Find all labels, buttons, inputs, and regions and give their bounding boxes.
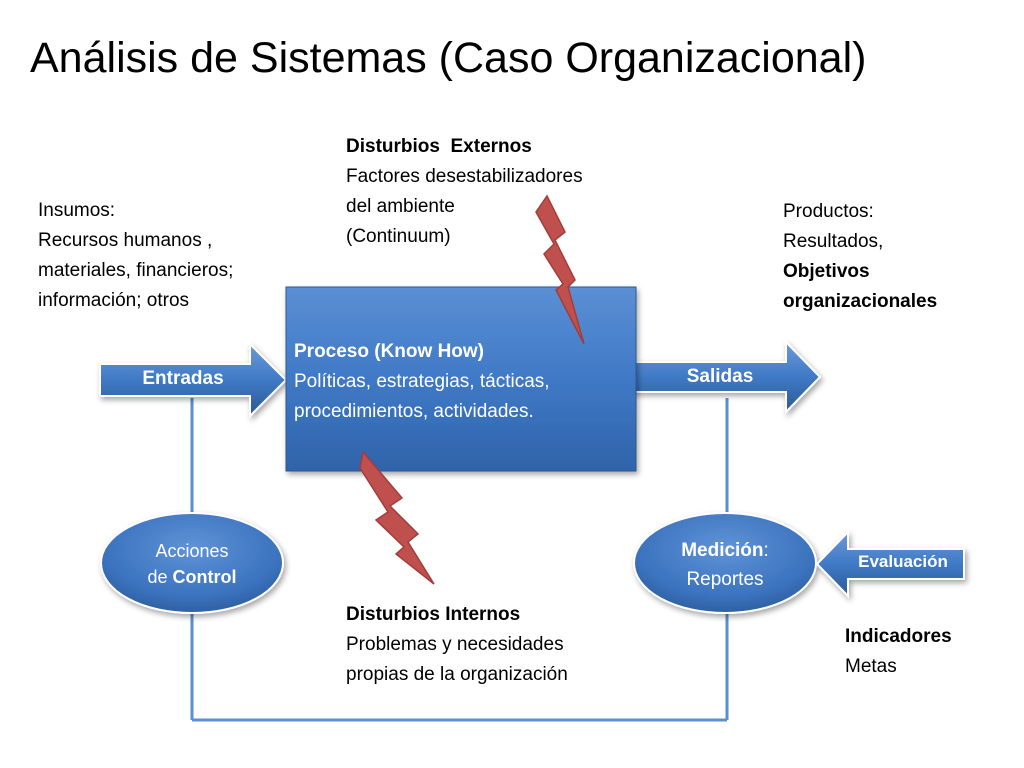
insumos-text: Insumos: Recursos humanos , materiales, … [38, 196, 233, 316]
indicadores-line-1: Metas [845, 656, 897, 677]
acciones-line-2: de Control [112, 564, 272, 590]
proceso-text: Proceso (Know How) Políticas, estrategia… [294, 337, 624, 427]
evaluacion-label: Evaluación [858, 552, 948, 571]
lightning-bolt-internal [359, 450, 435, 585]
proceso-heading: Proceso (Know How) [294, 341, 485, 362]
disturbios-externos-line-1: Factores desestabilizadores [346, 166, 583, 187]
medicion-line-1: Medición: [645, 536, 805, 565]
proceso-line-1: Políticas, estrategias, tácticas, [294, 371, 550, 392]
disturbios-externos-heading: Disturbios Externos [346, 136, 532, 157]
medicion-oval [633, 512, 817, 614]
acciones-bold: Control [172, 567, 237, 587]
medicion-line-2: Reportes [686, 569, 764, 590]
acciones-line-1: Acciones [155, 541, 229, 561]
disturbios-internos-line-1: Problemas y necesidades [346, 634, 564, 655]
acciones-control-oval [100, 512, 284, 614]
proceso-line-2: procedimientos, actividades. [294, 401, 534, 422]
lightning-bolt-external [535, 194, 585, 345]
proceso-box [285, 286, 637, 472]
evaluacion-arrow [815, 529, 965, 599]
entradas-label: Entradas [142, 368, 224, 389]
entradas-arrow [99, 341, 288, 419]
salidas-arrow [619, 339, 822, 415]
productos-line-2: Resultados, [783, 231, 884, 252]
medicion-suffix: : [763, 540, 769, 561]
indicadores-text: Indicadores Metas [845, 622, 952, 682]
medicion-text: Medición: Reportes [645, 536, 805, 594]
productos-line-3: Objetivos [783, 261, 870, 282]
medicion-bold: Medición [681, 540, 764, 561]
disturbios-internos-line-2: propias de la organización [346, 664, 568, 685]
disturbios-internos-text: Disturbios Internos Problemas y necesida… [346, 600, 568, 690]
insumos-line-3: materiales, financieros; [38, 260, 234, 281]
disturbios-externos-line-3: (Continuum) [346, 226, 451, 247]
insumos-line-4: información; otros [38, 290, 190, 311]
disturbios-externos-text: Disturbios Externos Factores desestabili… [346, 132, 583, 252]
acciones-prefix: de [147, 567, 173, 587]
page-title: Análisis de Sistemas (Caso Organizaciona… [30, 34, 867, 82]
acciones-control-text: Acciones de Control [112, 538, 272, 590]
indicadores-heading: Indicadores [845, 626, 952, 647]
insumos-line-1: Insumos: [38, 200, 116, 221]
productos-line-4: organizacionales [783, 291, 938, 312]
disturbios-internos-heading: Disturbios Internos [346, 604, 521, 625]
productos-line-1: Productos: [783, 201, 874, 222]
salidas-label: Salidas [686, 366, 754, 387]
disturbios-externos-line-2: del ambiente [346, 196, 455, 217]
productos-text: Productos: Resultados, Objetivos organiz… [783, 197, 937, 317]
insumos-line-2: Recursos humanos , [38, 230, 213, 251]
